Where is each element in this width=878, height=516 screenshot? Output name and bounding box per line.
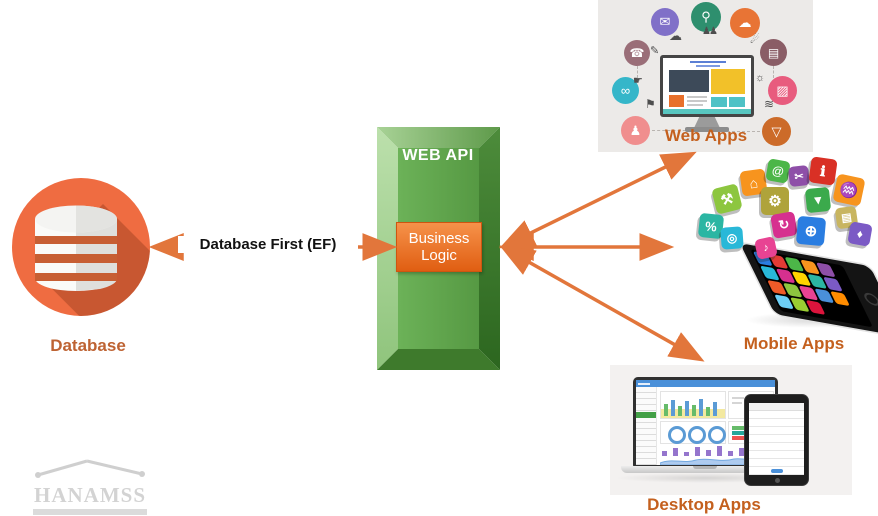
image-icon: ▨: [768, 76, 797, 105]
search-icon: ⚲: [691, 2, 721, 32]
desktop-monitor-graphic: [660, 55, 754, 117]
shield-icon: ▽: [762, 117, 791, 146]
edge-api-desktop-apps: [499, 245, 705, 362]
web-apps-label: Web Apps: [664, 126, 748, 145]
watermark-roof-icon: [35, 459, 145, 478]
connector-line: [637, 66, 638, 78]
mini-bar-chart: [662, 446, 744, 456]
bulb-icon: ☼: [755, 72, 766, 84]
laptop-base: [621, 466, 789, 473]
pencil-icon: ✎: [650, 45, 660, 57]
mail-icon: ✉: [651, 8, 679, 36]
database-label: Database: [50, 336, 126, 355]
web-api-title: WEB API: [402, 147, 474, 164]
tablet-screen: [749, 403, 804, 475]
database-icon: [12, 178, 150, 316]
settings-app-tile: ⚙: [761, 187, 789, 215]
wifi-icon: ≋: [764, 97, 775, 111]
tablet-toolbar: [749, 403, 804, 411]
link-icon: ∞: [612, 77, 639, 104]
edge-label-database-first: Database First (EF): [178, 236, 358, 253]
laptop-shadow: [615, 473, 795, 483]
business-logic-box: Business Logic: [396, 222, 482, 272]
laptop-notch: [693, 466, 717, 469]
monitor-base: [685, 127, 729, 132]
tablet-button: [770, 469, 783, 473]
location-pin-icon: ⚑: [645, 97, 656, 111]
thumbs-up-icon: ☛: [633, 75, 643, 87]
user-icon: ♟: [621, 116, 650, 145]
phone-icon: ☎: [624, 40, 650, 66]
desktop-apps-label: Desktop Apps: [647, 495, 761, 514]
mobile-apps-label: Mobile Apps: [743, 334, 845, 353]
edge-api-web-apps: [499, 151, 697, 249]
tablet-graphic: [744, 394, 809, 486]
browser-icon: ▤: [760, 39, 787, 66]
chat-cloud-icon: ☁: [730, 8, 760, 38]
cloud-icon: ☁: [669, 28, 682, 43]
watermark-text: HANAMSS: [33, 483, 146, 507]
satellite-icon: ☄: [750, 34, 760, 46]
tablet-home-button: [774, 478, 780, 483]
connector-line: [722, 131, 760, 132]
connector-line: [652, 130, 696, 131]
connector-line: [773, 66, 774, 78]
monitor-stand: [694, 117, 720, 128]
monitor-screen: [663, 58, 751, 114]
watermark-bar: [33, 509, 147, 515]
people-icon: ♟♟: [702, 26, 718, 37]
hanamss-watermark: HANAMSS: [30, 456, 150, 515]
